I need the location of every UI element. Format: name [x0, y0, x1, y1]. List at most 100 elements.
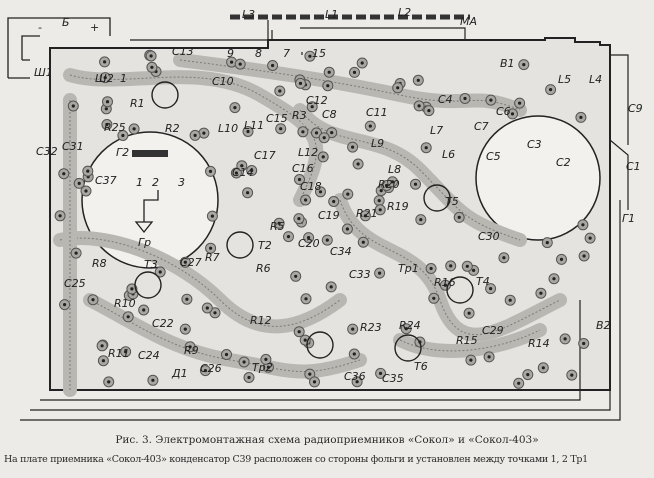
component-label: C35: [382, 372, 404, 385]
component-label: C17: [254, 149, 276, 162]
pad-hole: [233, 106, 237, 110]
pad-hole: [188, 345, 192, 349]
pad-hole: [185, 297, 189, 301]
pad-hole: [203, 369, 207, 373]
component-label: 1: [136, 176, 143, 189]
pad-hole: [487, 355, 491, 359]
pad-hole: [277, 221, 281, 225]
pad-hole: [246, 191, 250, 195]
component-label: 3: [178, 176, 185, 189]
battery-wiring: [7, 17, 111, 79]
pad-hole: [378, 271, 382, 275]
pad-hole: [294, 274, 298, 278]
pcb-trace-hatch: [59, 237, 341, 327]
component-label: L12: [298, 146, 318, 159]
component-label: C37: [95, 174, 117, 187]
pad-hole: [432, 296, 436, 300]
pad-hole: [100, 344, 104, 348]
component-label: Тр2: [252, 361, 273, 374]
pad-hole: [238, 62, 242, 66]
component-label: 1: [120, 72, 127, 85]
pad-hole: [297, 330, 301, 334]
pad-hole: [74, 251, 78, 255]
pad-hole: [318, 190, 323, 194]
pad-hole: [308, 372, 312, 376]
component-label: C26: [200, 362, 222, 375]
component-label: L2: [398, 6, 411, 19]
pad-hole: [582, 254, 586, 258]
pad-hole: [297, 177, 302, 182]
pad-hole: [552, 277, 556, 281]
pad-hole: [549, 88, 553, 92]
pad-hole: [368, 124, 372, 128]
pad-hole: [308, 54, 312, 58]
component-label: R11: [108, 347, 130, 360]
battery-polarity-sign: -: [38, 21, 42, 34]
pad-hole: [390, 180, 395, 184]
pad-hole: [570, 373, 574, 377]
pad-hole: [352, 352, 356, 356]
component-label: L4: [589, 73, 602, 86]
pad-hole: [443, 283, 447, 287]
component-label: Д1: [171, 367, 188, 380]
pad-hole: [465, 264, 469, 268]
pcb-trace-hatch: [299, 109, 521, 241]
pad-hole: [582, 341, 586, 346]
component-label: T4: [476, 275, 490, 288]
component-label: C11: [366, 106, 388, 119]
transistor-outline: [394, 334, 422, 362]
pad-hole: [183, 327, 187, 331]
pad-hole: [150, 65, 154, 69]
pad-hole: [303, 338, 307, 342]
pad-hole: [321, 155, 325, 159]
pad-hole: [205, 306, 209, 310]
bottom-wiring: [20, 200, 621, 421]
pad-hole: [539, 291, 543, 295]
pad-hole: [457, 215, 461, 219]
pad-hole: [469, 358, 473, 362]
pad-hole: [209, 246, 213, 250]
component-label: R3: [292, 109, 307, 122]
component-label: C20: [298, 237, 320, 250]
pad-hole: [250, 168, 254, 173]
pad-hole: [104, 107, 108, 111]
pad-hole: [230, 60, 234, 64]
pad-hole: [234, 171, 238, 175]
transistor-outline: [226, 231, 254, 259]
component-label: T3: [144, 258, 158, 271]
component-label: R2: [165, 122, 180, 135]
component-label: T6: [414, 360, 428, 373]
pad-hole: [352, 70, 357, 74]
pad-hole: [242, 360, 246, 364]
pad-hole: [345, 227, 349, 231]
pad-hole: [522, 63, 526, 67]
pcb-trace-hatch: [399, 329, 541, 352]
component-label: C10: [212, 75, 234, 88]
component-label: Г1: [622, 212, 635, 225]
pad-hole: [378, 208, 382, 212]
pad-hole: [279, 127, 283, 131]
pad-hole: [404, 327, 408, 331]
pad-hole: [310, 105, 314, 109]
component-label: C18: [300, 180, 322, 193]
component-label: C13: [172, 45, 194, 58]
component-label: C27: [180, 256, 202, 269]
pad-hole: [213, 311, 217, 315]
speaker-symbol: [134, 190, 159, 234]
pad-hole: [351, 145, 355, 149]
pad-hole: [526, 373, 530, 377]
pad-hole: [210, 214, 214, 218]
component-label: Тр1: [398, 262, 419, 275]
component-label: 7: [283, 47, 290, 60]
component-label: 9: [227, 47, 234, 60]
pad-hole: [183, 260, 187, 264]
pad-hole: [63, 303, 67, 307]
pad-hole: [142, 308, 146, 312]
pad-hole: [326, 84, 330, 88]
pcb-trace-hatch: [179, 59, 521, 111]
pcb-traces: [7, 14, 629, 421]
pad-hole: [325, 238, 329, 242]
